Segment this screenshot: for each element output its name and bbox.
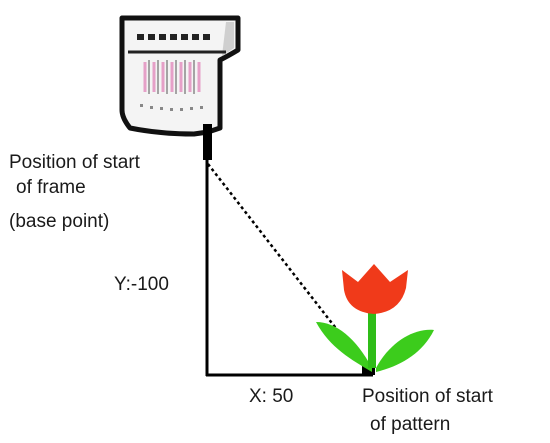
needle-dividers: [148, 60, 195, 94]
needles: [143, 62, 201, 92]
embroidery-machine-head-icon: [119, 15, 241, 160]
stem: [368, 300, 376, 368]
x-offset-label: X: 50: [249, 386, 294, 407]
y-offset-label: Y:-100: [114, 274, 169, 295]
frame-start-label-line2: of frame: [16, 177, 86, 198]
frame-start-label-line3: (base point): [9, 211, 110, 232]
left-leaf: [316, 322, 372, 372]
pattern-start-label-line2: of pattern: [370, 414, 451, 435]
frame-start-label-line1: Position of start: [9, 152, 140, 173]
right-leaf: [376, 329, 434, 372]
tulip-petals: [342, 264, 408, 314]
tulip-pattern-icon: [316, 264, 434, 372]
pattern-start-label-line1: Position of start: [362, 386, 493, 407]
machine-shade: [222, 22, 234, 56]
needle-stub: [203, 124, 212, 160]
needle-caps-row: [137, 34, 210, 40]
diagonal-dotted-line: [207, 163, 371, 373]
machine-plate: [140, 104, 203, 111]
